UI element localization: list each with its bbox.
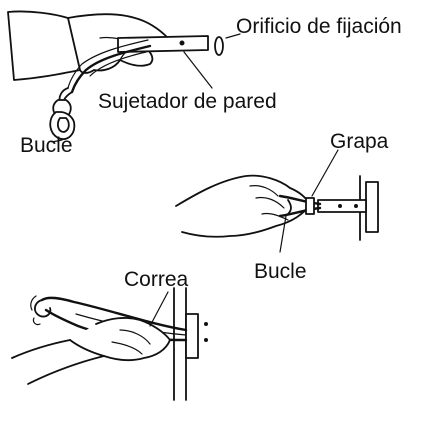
loop-label-middle: Bucle — [254, 260, 307, 283]
fixing-hole-marker — [215, 37, 223, 55]
clip-part — [306, 198, 314, 214]
wall-fastener-label: Sujetador de pared — [98, 90, 277, 113]
clip-label: Grapa — [330, 130, 389, 153]
strap-label: Correa — [124, 268, 189, 291]
fixing-hole-label: Orificio de fijación — [236, 15, 402, 38]
wall-plate — [366, 182, 378, 232]
panel-clip — [176, 150, 378, 252]
loop-end — [35, 300, 50, 317]
panel-strap — [12, 288, 208, 400]
loop-label-top: Bucle — [20, 134, 73, 157]
panel-wall-fastener — [8, 11, 240, 142]
